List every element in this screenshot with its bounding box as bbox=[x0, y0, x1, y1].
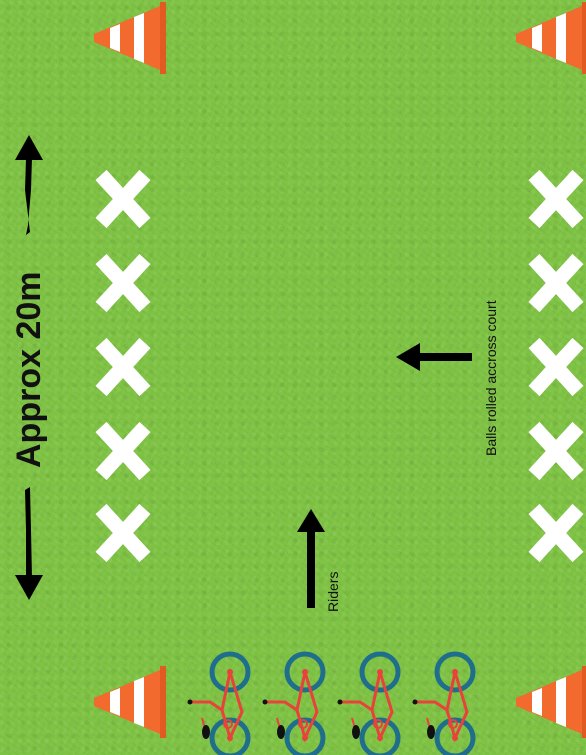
x-marker bbox=[101, 427, 145, 475]
x-marker bbox=[534, 259, 578, 307]
x-marker bbox=[101, 343, 145, 391]
balls-arrow-left bbox=[396, 343, 472, 371]
distance-label: Approx 20m bbox=[10, 271, 48, 469]
x-marker bbox=[534, 175, 578, 223]
cone-bottom-right bbox=[516, 666, 586, 738]
x-marker bbox=[534, 427, 578, 475]
riders-label: Riders bbox=[325, 571, 341, 612]
x-marker bbox=[101, 175, 145, 223]
riders-arrow-up bbox=[297, 509, 325, 608]
x-marker bbox=[101, 509, 145, 557]
balls-label: Balls rolled accross court bbox=[483, 300, 499, 456]
cone-bottom-left bbox=[94, 666, 166, 738]
distance-arrow-bottom bbox=[15, 487, 43, 600]
x-marker bbox=[101, 259, 145, 307]
bike-icon bbox=[263, 654, 324, 755]
distance-arrow-top bbox=[15, 135, 43, 235]
x-marker bbox=[534, 343, 578, 391]
bike-icon bbox=[188, 654, 249, 755]
bike-icon bbox=[413, 654, 474, 755]
cone-top-right bbox=[516, 2, 586, 74]
cone-top-left bbox=[94, 2, 166, 74]
bike-icon bbox=[338, 654, 399, 755]
x-marker bbox=[534, 509, 578, 557]
